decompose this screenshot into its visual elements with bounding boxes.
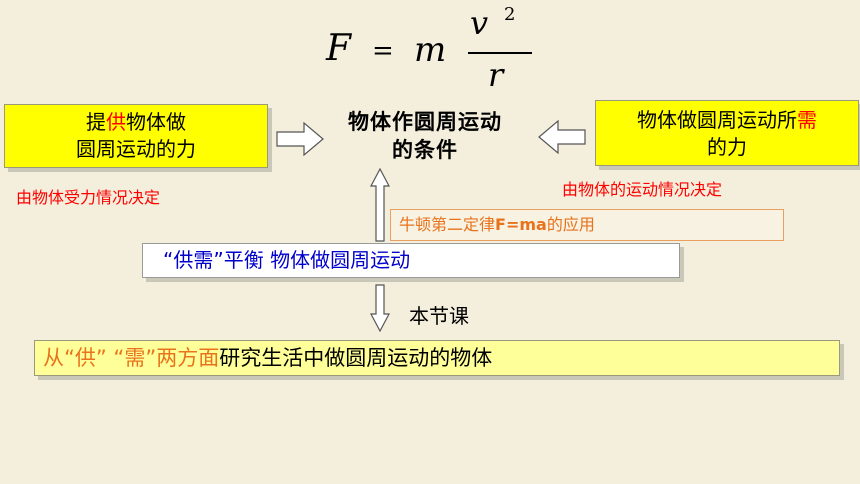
formula-fraction-bar — [468, 52, 532, 54]
arrow-right-icon — [276, 122, 324, 156]
required-force-note: 由物体的运动情况决定 — [562, 180, 723, 199]
required-force-box: 物体做圆周运动所需 的力 — [595, 100, 859, 166]
arrow-down-icon — [370, 284, 390, 332]
arrow-up-icon — [370, 168, 390, 242]
centripetal-force-formula: F = m v 2 r — [318, 0, 558, 100]
supply-demand-balance-box: “供需”平衡 物体做圆周运动 — [142, 243, 680, 278]
formula-mass: m — [414, 30, 447, 70]
balance-highlight: “供需”平衡 — [163, 248, 264, 272]
provided-force-line2: 圆周运动的力 — [76, 137, 196, 161]
condition-title-line1: 物体作圆周运动 — [348, 110, 502, 134]
lesson-goal-rest: 研究生活中做圆周运动的物体 — [219, 346, 493, 370]
provided-force-suffix: 物体做 — [126, 110, 186, 134]
provided-force-note: 由物体受力情况决定 — [16, 188, 161, 207]
formula-force: F — [326, 28, 351, 69]
balance-rest: 物体做圆周运动 — [263, 248, 411, 272]
circular-motion-condition-title: 物体作圆周运动 的条件 — [320, 108, 530, 164]
provided-force-line1: 提供物体做 — [5, 109, 267, 136]
provided-force-box: 提供物体做 圆周运动的力 — [4, 104, 268, 168]
formula-equals: = — [372, 36, 394, 66]
formula-radius: r — [488, 56, 504, 94]
arrow-left-icon — [538, 120, 586, 154]
required-force-highlight: 需 — [797, 108, 817, 132]
condition-title-line2: 的条件 — [392, 138, 458, 162]
formula-exponent: 2 — [504, 4, 516, 25]
required-force-line1: 物体做圆周运动所需 — [596, 107, 858, 134]
required-force-prefix: 物体做圆周运动所 — [637, 108, 797, 132]
provided-force-highlight: 供 — [106, 110, 126, 134]
provided-force-prefix: 提 — [86, 110, 106, 134]
newton-second-law-box: 牛顿第二定律F=ma的应用 — [390, 209, 784, 241]
lesson-goal-highlight: 从“供” “需”两方面 — [43, 346, 220, 370]
required-force-line2: 的力 — [707, 135, 747, 159]
this-lesson-label: 本节课 — [409, 304, 469, 328]
formula-velocity: v — [470, 4, 489, 42]
lesson-goal-box: 从“供” “需”两方面研究生活中做圆周运动的物体 — [34, 340, 840, 376]
newton-law-formula: F=ma — [495, 215, 547, 234]
newton-law-suffix: 的应用 — [546, 215, 595, 234]
newton-law-prefix: 牛顿第二定律 — [399, 215, 496, 234]
